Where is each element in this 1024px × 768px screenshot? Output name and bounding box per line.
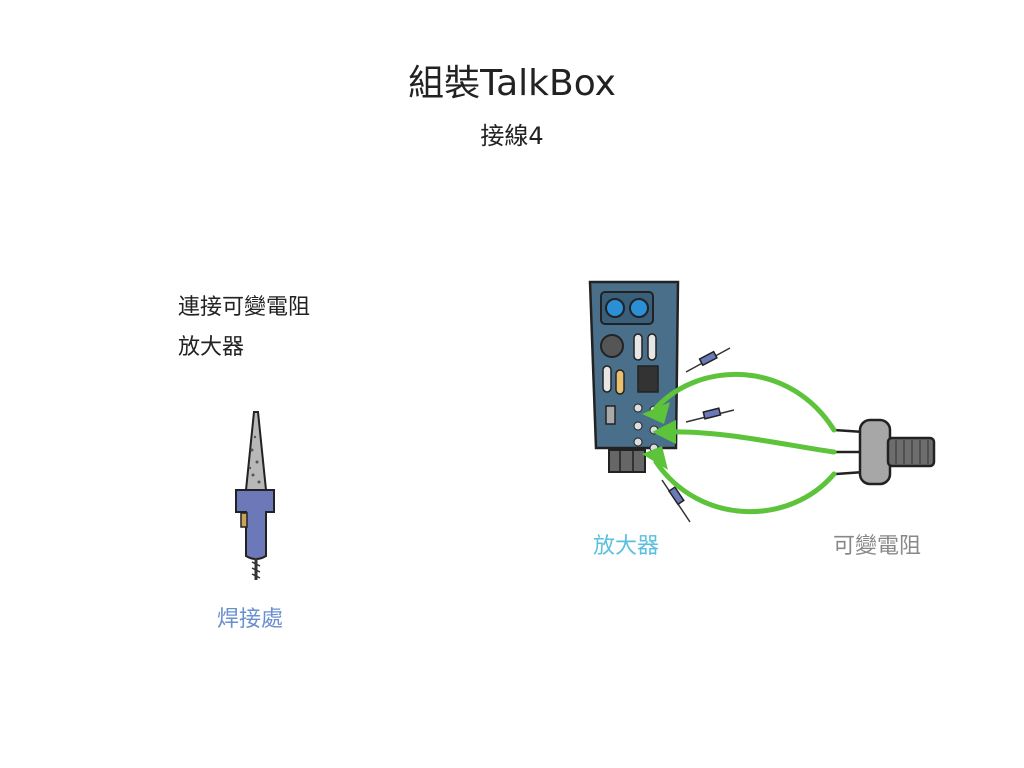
page-title: 組裝TalkBox	[408, 63, 616, 104]
instruction-line-2: 放大器	[178, 335, 245, 360]
probe-pin-icon	[661, 347, 735, 523]
solder-point-label: 焊接處	[217, 607, 284, 632]
connection-arrow-icon	[653, 371, 837, 514]
potentiometer-label: 可變電阻	[833, 534, 922, 559]
soldering-iron-icon	[235, 411, 275, 580]
instruction-line-1: 連接可變電阻	[178, 295, 311, 320]
potentiometer-icon	[833, 418, 936, 486]
page-subtitle: 接線4	[480, 122, 544, 150]
arrowhead-icon	[642, 402, 676, 470]
instruction-text: 連接可變電阻 放大器	[178, 288, 310, 368]
amplifier-label: 放大器	[593, 534, 660, 559]
amplifier-board-icon	[588, 280, 680, 473]
